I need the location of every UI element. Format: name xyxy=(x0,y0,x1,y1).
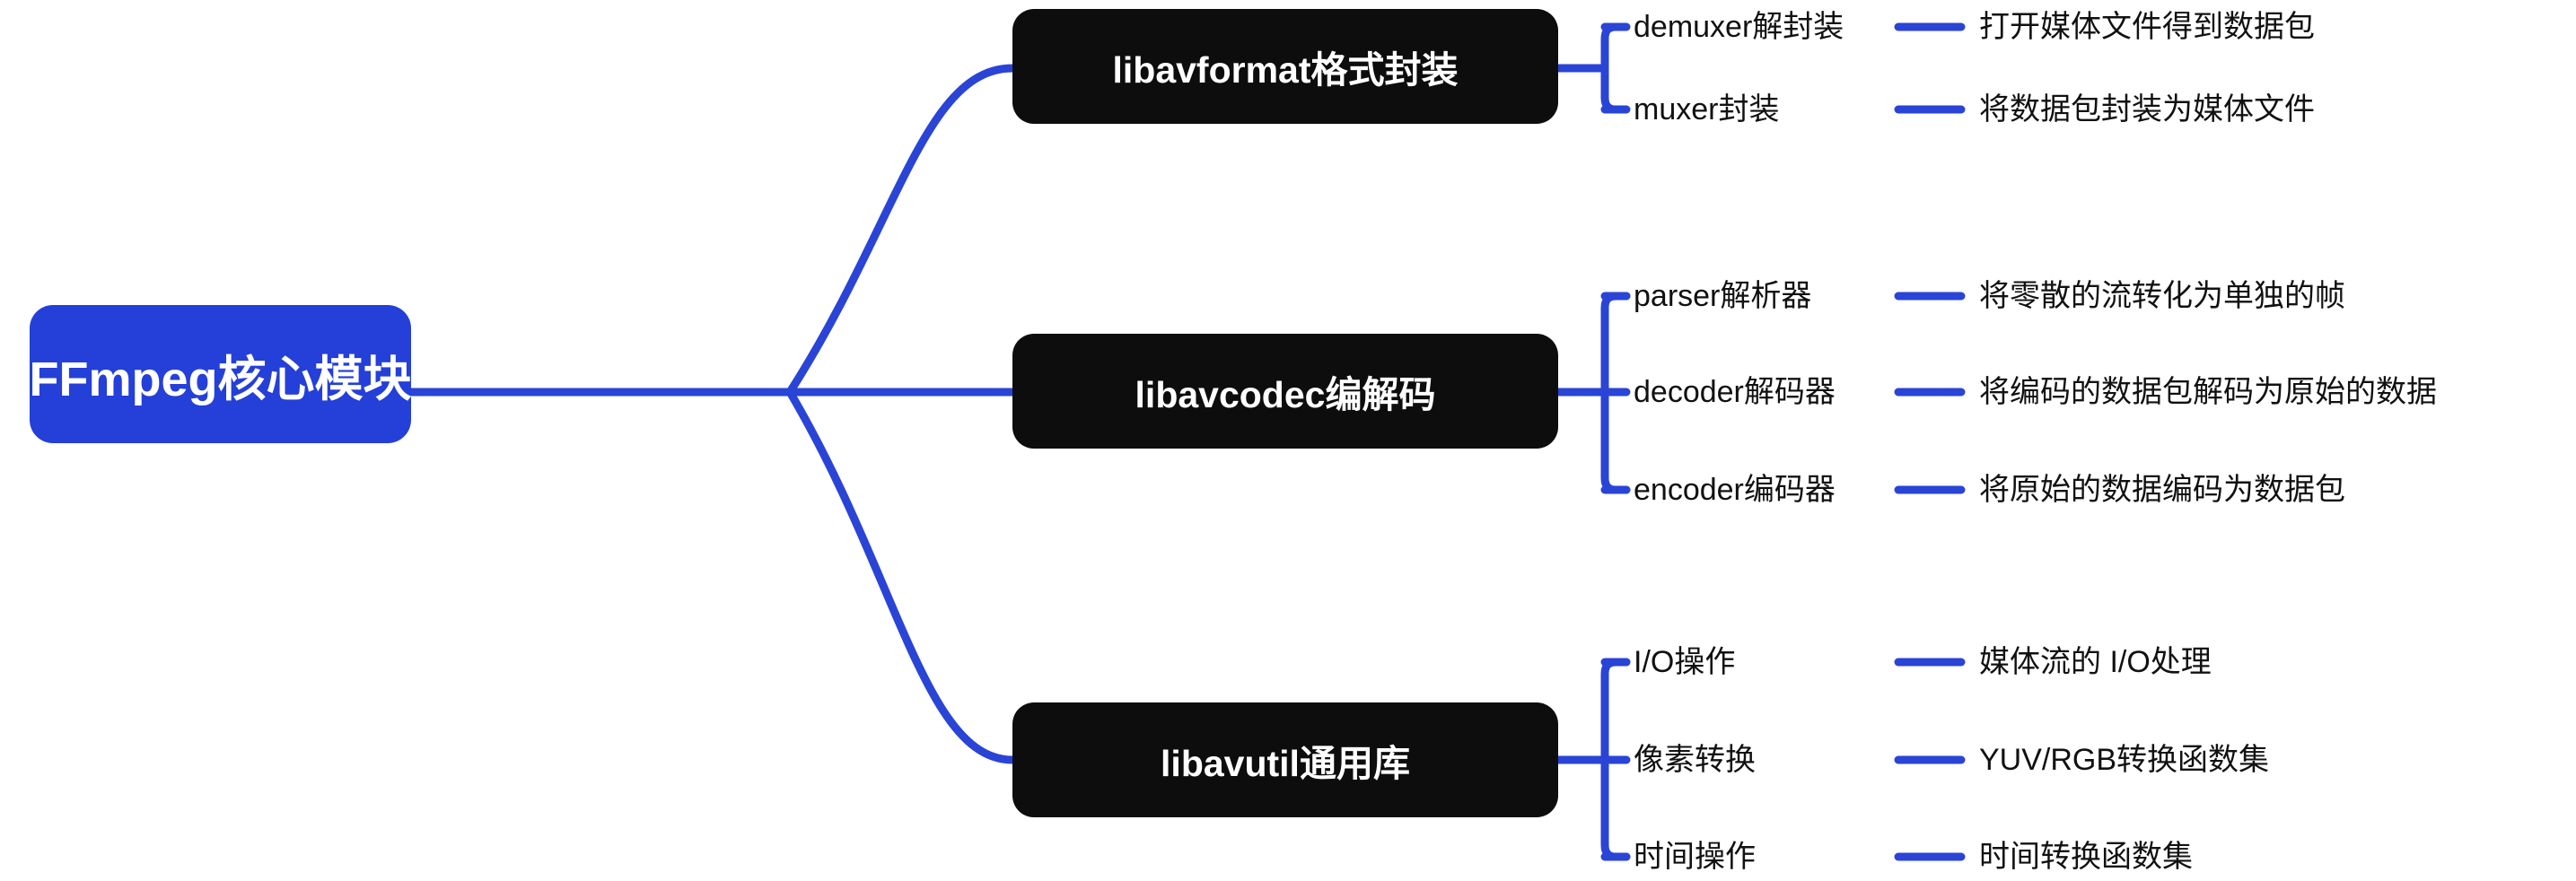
leaf-label-time-operation[interactable]: 时间操作 xyxy=(1634,840,1756,874)
leaf-label-parser[interactable]: parser解析器 xyxy=(1634,279,1812,313)
root-to-branch-0-line xyxy=(785,64,1017,397)
leaf-label-decoder[interactable]: decoder解码器 xyxy=(1634,375,1836,409)
leaf-label-encoder[interactable]: encoder编码器 xyxy=(1634,473,1836,507)
desc-label-io-operation: 媒体流的 I/O处理 xyxy=(1979,645,2212,679)
leaf-label-io-operation[interactable]: I/O操作 xyxy=(1634,645,1736,679)
desc-label-time-operation: 时间转换函数集 xyxy=(1979,840,2193,874)
desc-label-decoder: 将编码的数据包解码为原始的数据 xyxy=(1979,375,2437,409)
desc-label-muxer: 将数据包封装为媒体文件 xyxy=(1979,92,2315,126)
desc-label-pixel-conversion: YUV/RGB转换函数集 xyxy=(1979,743,2270,777)
branch-node-label: libavutil通用库 xyxy=(1161,743,1410,784)
branch-node-label: libavcodec编解码 xyxy=(1135,374,1436,415)
leaf-label-pixel-conversion[interactable]: 像素转换 xyxy=(1634,743,1756,777)
branch-node-libavformat[interactable]: libavformat格式封装 xyxy=(1012,9,1558,124)
leaf-label-demuxer[interactable]: demuxer解封装 xyxy=(1634,10,1844,44)
desc-label-parser: 将零散的流转化为单独的帧 xyxy=(1979,279,2345,313)
root-to-branch-2-line xyxy=(785,388,1017,764)
root-node-label: FFmpeg核心模块 xyxy=(29,352,412,406)
desc-label-demuxer: 打开媒体文件得到数据包 xyxy=(1979,10,2315,44)
branch-node-libavutil[interactable]: libavutil通用库 xyxy=(1012,702,1558,817)
branch-node-libavcodec[interactable]: libavcodec编解码 xyxy=(1012,334,1558,449)
desc-label-encoder: 将原始的数据编码为数据包 xyxy=(1979,473,2345,507)
branch-0-bracket xyxy=(1600,22,1625,114)
leaf-label-muxer[interactable]: muxer封装 xyxy=(1634,92,1780,126)
branch-node-label: libavformat格式封装 xyxy=(1112,49,1459,91)
root-node[interactable]: FFmpeg核心模块 xyxy=(29,305,412,443)
